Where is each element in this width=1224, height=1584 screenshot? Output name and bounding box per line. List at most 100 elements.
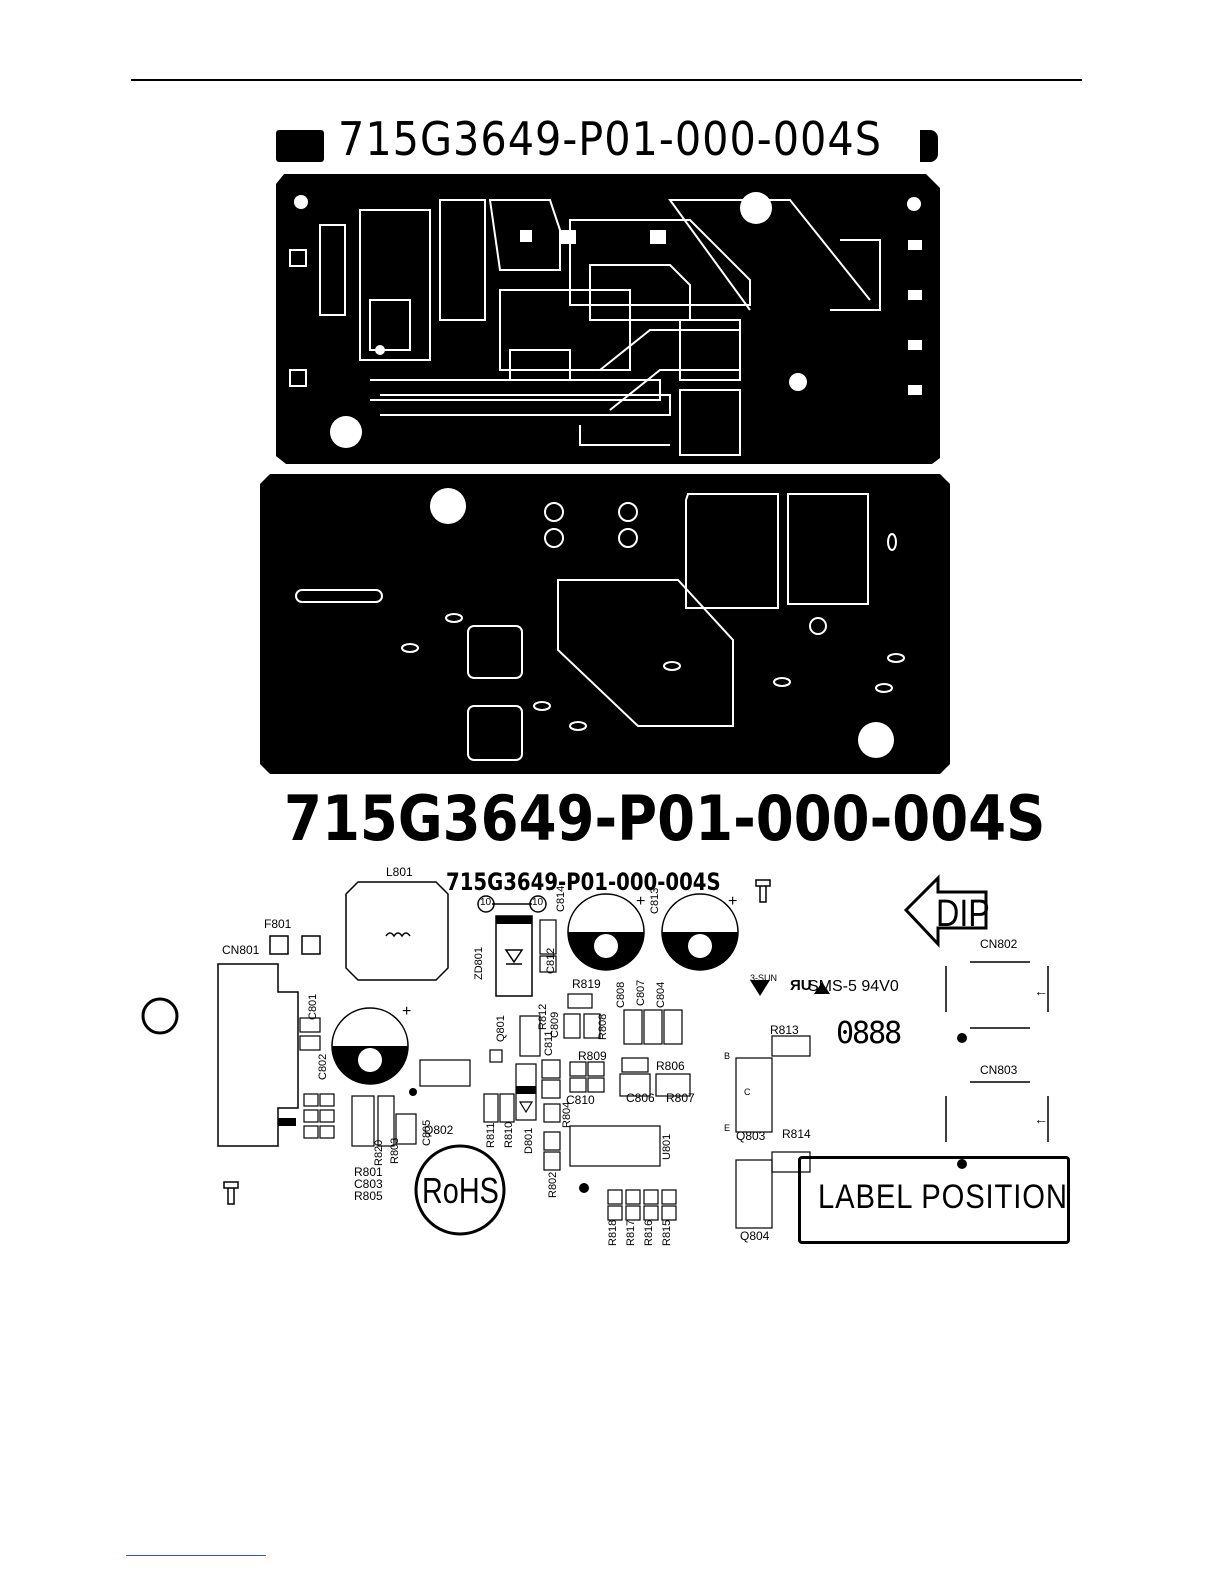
pad-b5 xyxy=(303,1125,319,1139)
pad-b4 xyxy=(319,1109,335,1123)
trace-outline-8 xyxy=(668,199,871,311)
label-c807: C807 xyxy=(635,979,647,1006)
header-rule xyxy=(131,79,1082,81)
label-c804: C804 xyxy=(655,981,667,1008)
pad-c810b xyxy=(587,1077,605,1093)
label-l801: L801 xyxy=(386,865,413,879)
bottom-pour-3 xyxy=(557,579,734,727)
top-hole-6 xyxy=(375,345,385,355)
bottom-slot xyxy=(295,589,383,603)
pad-c804 xyxy=(663,1009,683,1045)
trace-outline-10 xyxy=(319,224,346,316)
pad-r817b xyxy=(625,1205,641,1221)
pad-c810a xyxy=(569,1077,587,1093)
label-r804: R804 xyxy=(561,1101,573,1128)
trace-outline-17 xyxy=(609,369,740,411)
top-hole-5 xyxy=(330,416,362,448)
rohs-label: RoHS xyxy=(422,1170,499,1211)
pad-c811 xyxy=(541,1059,561,1079)
label-c802: C802 xyxy=(317,1053,329,1080)
bottom-pour-4 xyxy=(467,625,523,679)
pad-u801 xyxy=(569,1125,661,1167)
f801-pad-b xyxy=(301,935,321,955)
label-position-text: LABEL POSITION xyxy=(818,1178,1068,1216)
bottom-pad-4 xyxy=(618,528,638,548)
label-r813: R813 xyxy=(770,1023,799,1037)
top-pad-6 xyxy=(908,385,922,395)
bottom-part-number: 715G3649-P01-000-004S xyxy=(284,782,1046,855)
bottom-oval-2 xyxy=(445,613,463,623)
bottom-oval-1 xyxy=(401,643,419,653)
pad-c805 xyxy=(395,1113,417,1145)
pad-c812b xyxy=(539,955,557,973)
top-pad-2 xyxy=(289,369,307,387)
bottom-pour-5 xyxy=(467,705,523,761)
bottom-pour-2 xyxy=(787,493,869,605)
silkscreen-layer: + + + xyxy=(141,874,1049,1236)
pad-r809a xyxy=(569,1061,587,1077)
label-r820: R820 xyxy=(373,1139,385,1166)
label-zd801: ZD801 xyxy=(473,946,485,980)
pin1-dot-3 xyxy=(957,1033,967,1043)
pad-c807 xyxy=(643,1009,663,1045)
label-u801: U801 xyxy=(661,1133,673,1160)
ten-circle-a xyxy=(477,895,495,913)
trace-outline-18 xyxy=(579,425,670,446)
bottom-copper-layer xyxy=(260,474,950,774)
top-hole-3 xyxy=(740,192,772,224)
label-r811: R811 xyxy=(485,1122,497,1148)
pad-r816 xyxy=(643,1189,659,1205)
maker-label: 3-SUN xyxy=(750,973,778,983)
label-r816: R816 xyxy=(643,1219,655,1246)
bottom-oval-6 xyxy=(875,683,893,693)
pad-r811a xyxy=(483,1093,499,1123)
pad-r820 xyxy=(351,1095,375,1147)
pad-r802 xyxy=(543,1151,561,1171)
cn801-pin xyxy=(278,1118,296,1126)
pad-r807 xyxy=(655,1073,691,1097)
pad-c806 xyxy=(619,1073,651,1097)
label-c806: C806 xyxy=(626,1091,655,1105)
screw-icon-1 xyxy=(755,879,771,903)
label-r805: R805 xyxy=(354,1189,383,1203)
pin-mark-e: E xyxy=(724,1123,731,1133)
pad-c811b xyxy=(541,1079,561,1099)
label-c810: C810 xyxy=(566,1093,595,1107)
screw-icon-2 xyxy=(223,1181,239,1205)
bottom-pad-3 xyxy=(618,502,638,522)
c802-hole xyxy=(358,1048,382,1072)
c802-plus: + xyxy=(402,1003,411,1020)
ten-mark-a: 10 xyxy=(480,897,492,908)
dip-arrow-icon xyxy=(903,874,988,948)
pin1-dot-2 xyxy=(579,1183,589,1193)
label-c812: C812 xyxy=(545,947,557,974)
ul-mark: ЯU xyxy=(790,977,812,994)
label-q804: Q804 xyxy=(740,1229,770,1243)
trace-outline-1 xyxy=(359,209,431,361)
label-f801: F801 xyxy=(264,917,292,931)
bottom-oval-4 xyxy=(569,721,587,731)
bottom-oval-3 xyxy=(533,701,551,711)
date-code: 0888 xyxy=(836,1016,902,1051)
l801-outline xyxy=(345,881,449,981)
top-pad-7 xyxy=(560,230,576,244)
top-flag-left xyxy=(276,130,324,162)
label-r814: R814 xyxy=(782,1127,811,1141)
top-pad-4 xyxy=(908,290,922,300)
pad-b6 xyxy=(319,1125,335,1139)
label-r810: R810 xyxy=(503,1121,515,1148)
label-r802: R802 xyxy=(547,1171,559,1198)
label-r812: R812 xyxy=(537,1003,549,1030)
trace-outline-15 xyxy=(380,394,671,416)
trace-outline-9 xyxy=(830,239,881,311)
label-c808: C808 xyxy=(615,981,627,1008)
pin-mark-c: C xyxy=(744,1087,751,1097)
bottom-oval-8 xyxy=(887,533,897,551)
pad-c801b xyxy=(299,1035,321,1051)
label-r817: R817 xyxy=(625,1219,637,1246)
pad-r813 xyxy=(771,1035,811,1057)
mounting-hole-icon xyxy=(141,997,179,1035)
q801-band xyxy=(489,1049,503,1063)
bottom-pad-2 xyxy=(544,528,564,548)
pad-b3 xyxy=(303,1109,319,1123)
